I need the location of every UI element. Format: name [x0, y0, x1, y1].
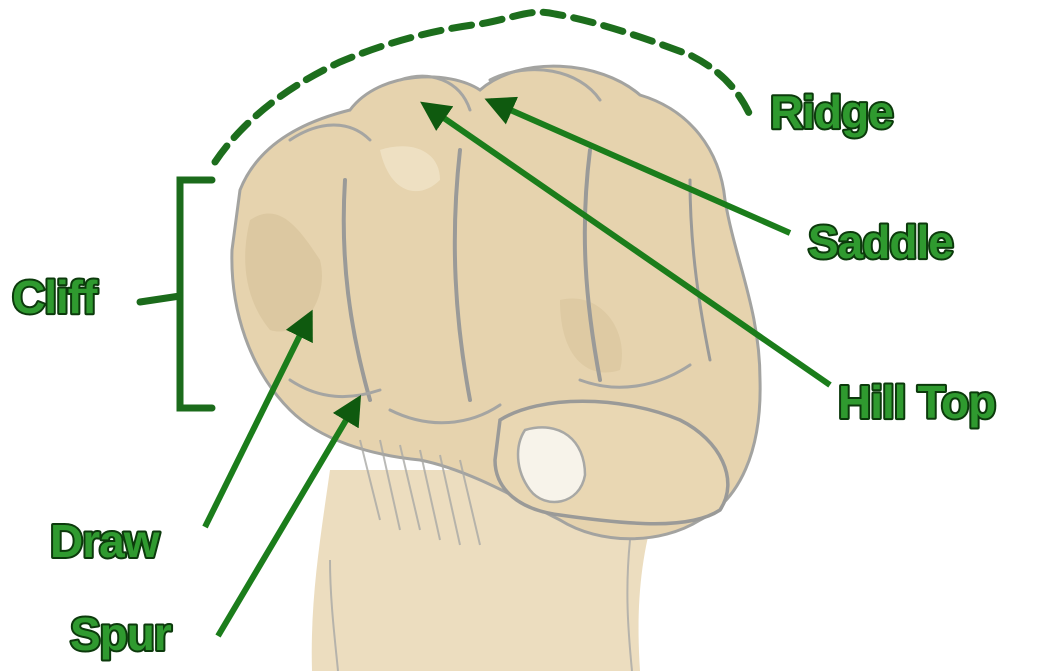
label-spur: Spur — [70, 608, 172, 660]
label-ridge: Ridge — [770, 86, 893, 138]
label-cliff: Cliff — [12, 271, 98, 323]
cliff-bracket — [140, 180, 212, 408]
label-hill-top: Hill Top — [838, 376, 995, 428]
label-draw: Draw — [50, 515, 160, 567]
label-saddle: Saddle — [808, 216, 953, 268]
